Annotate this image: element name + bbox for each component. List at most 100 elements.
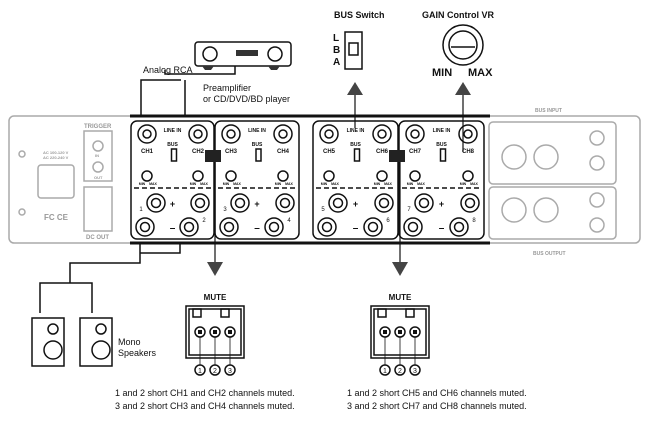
bus-section [488,121,617,240]
trigger-label: TRIGGER [84,124,112,130]
bus-switch [439,148,447,162]
speaker-terminal [275,193,295,213]
pin-number: 2 [213,368,217,375]
knob-max: MAX [149,182,157,186]
minus-sign: – [353,223,359,234]
terminal-number: 5 [321,207,325,213]
rca-input [319,124,339,144]
trigger-in: IN [95,153,99,158]
bus-letter-b: B [333,45,340,56]
gain-knob [409,170,421,182]
speaker-terminal [317,217,337,237]
gain-knob [225,170,237,182]
channel-label: CH6 [376,149,389,155]
plus-sign: + [170,199,175,209]
terminal-number: 3 [223,207,227,213]
bus-input-label: BUS INPUT [535,108,562,114]
callout-arrows [207,82,471,276]
minus-sign: – [170,223,176,234]
mute-title: MUTE [389,293,412,302]
knob-max: MAX [331,182,339,186]
rca-input [458,124,478,144]
rca-input [221,124,241,144]
gain-knob [192,170,204,182]
channel-label: CH5 [323,149,336,155]
pin-number: 3 [413,368,417,375]
speaker-terminal [414,193,434,213]
mono-label: Mono [118,337,141,347]
knob-max: MAX [384,182,392,186]
pin-number: 2 [398,368,402,375]
minus-sign: – [254,223,260,234]
knob-min: MIN [139,182,146,186]
mute-port [389,150,405,162]
channel-label: CH3 [225,149,238,155]
mute-note: 3 and 2 short CH7 and CH8 channels muted… [347,401,527,411]
plus-sign: + [254,199,259,209]
bus-label: BUS [350,142,361,148]
dc-out-label: DC OUT [86,235,109,241]
rca-input [372,124,392,144]
bus-output-label: BUS OUTPUT [533,251,566,257]
preamplifier-device [194,41,292,70]
line-in-label: LINE IN [164,128,182,134]
source-label-2: or CD/DVD/BD player [203,94,290,104]
terminal-number: 8 [472,218,476,224]
knob-max: MAX [200,182,208,186]
knob-max: MAX [417,182,425,186]
gain-knob [442,24,484,66]
speaker-terminal [403,217,423,237]
rca-input [405,124,425,144]
mute-title: MUTE [204,293,227,302]
speaker-terminal [374,193,394,213]
gain-knob [462,170,474,182]
line-in-label: LINE IN [433,128,451,134]
plus-sign: + [439,199,444,209]
bus-label: BUS [436,142,447,148]
mute-note: 3 and 2 short CH3 and CH4 channels muted… [115,401,295,411]
speaker-terminal [449,217,469,237]
ac-label: AC 100-120 V [43,150,69,155]
knob-min: MIN [190,182,197,186]
gain-min: MIN [432,67,452,79]
bus-switch [255,148,262,162]
speaker-terminal [230,193,250,213]
knob-min: MIN [321,182,328,186]
terminal-number: 4 [287,218,291,224]
bus-switch [353,148,361,162]
channel-label: CH2 [192,149,205,155]
rca-input [273,124,293,144]
terminal-number: 1 [139,207,143,213]
speaker-right [79,317,113,367]
gain-title: GAIN Control VR [422,10,494,20]
gain-max: MAX [468,67,493,79]
speaker-terminal [363,217,383,237]
bus-label: BUS [252,142,263,148]
knob-max: MAX [233,182,241,186]
rca-input [137,124,157,144]
ac-label-2: AC 220-240 V [43,155,69,160]
plus-sign: + [353,199,358,209]
knob-max: MAX [285,182,293,186]
line-in-label: LINE IN [347,128,365,134]
speakers-label: Speakers [118,348,157,358]
bus-switch [170,148,178,162]
terminal-number: 6 [386,218,390,224]
knob-min: MIN [374,182,381,186]
pin-number: 3 [228,368,232,375]
knob-min: MIN [460,182,467,186]
bus-label: BUS [167,142,178,148]
channel-label: CH4 [277,149,290,155]
speaker-terminal [219,217,239,237]
speaker-terminal [135,217,155,237]
terminal-number: 2 [202,218,206,224]
mute-note: 1 and 2 short CH5 and CH6 channels muted… [347,388,527,398]
gain-knob [323,170,335,182]
speaker-terminal [179,217,199,237]
